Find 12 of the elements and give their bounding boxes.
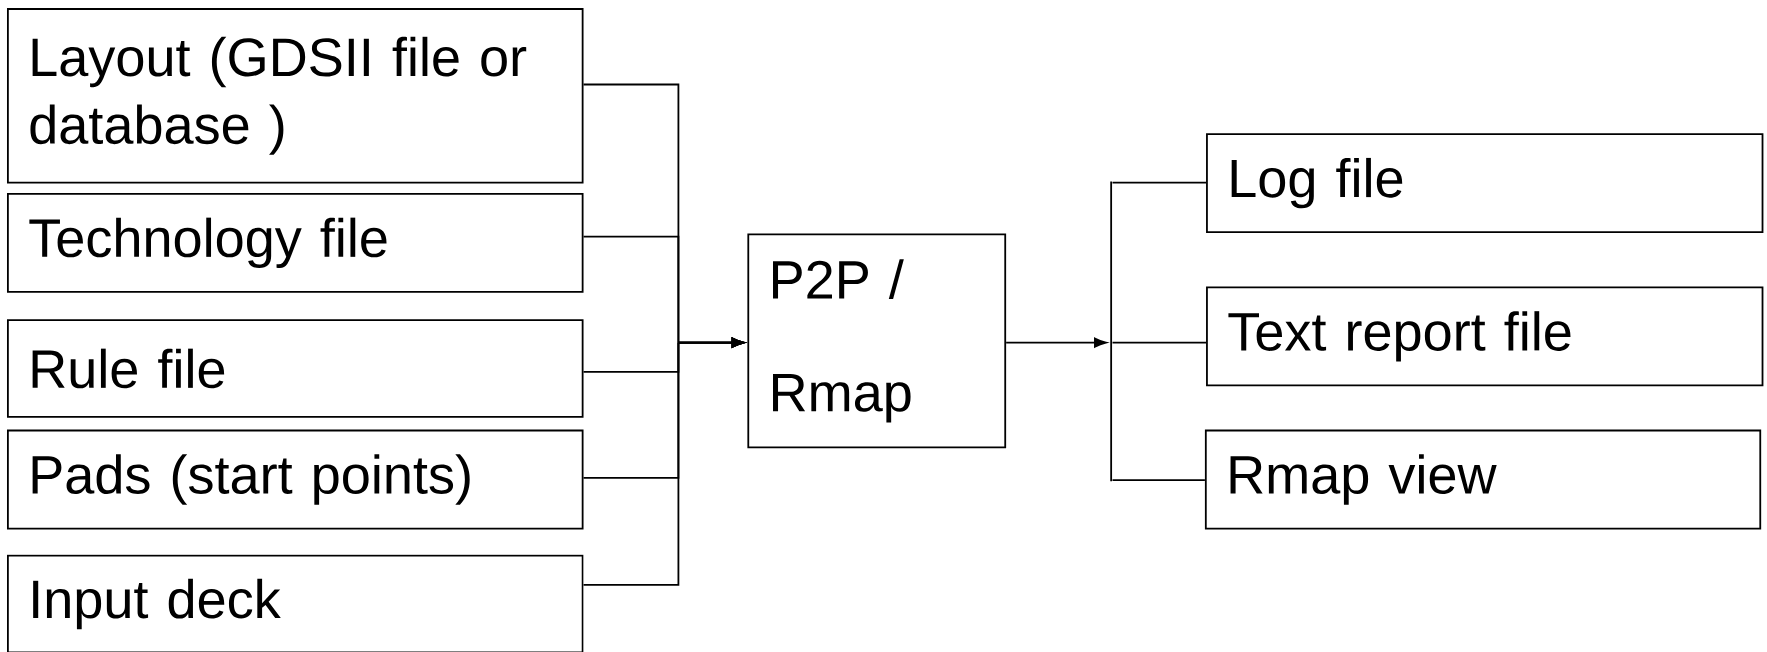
connector-arrow [582, 337, 745, 586]
process-box: Layout (GDSII file or database ) [7, 7, 584, 184]
process-box: Log file [1206, 133, 1764, 233]
process-box: Technology file [7, 192, 584, 293]
process-box: Rmap view [1204, 429, 1762, 530]
process-box: Text report file [1206, 286, 1764, 387]
process-box: Rule file [7, 318, 584, 418]
junction-bar [1110, 181, 1113, 481]
connector-arrow [1005, 337, 1107, 348]
process-box: Pads (start points) [7, 429, 584, 530]
process-box: P2P / Rmap [747, 233, 1007, 449]
process-box: Input deck [7, 554, 584, 652]
